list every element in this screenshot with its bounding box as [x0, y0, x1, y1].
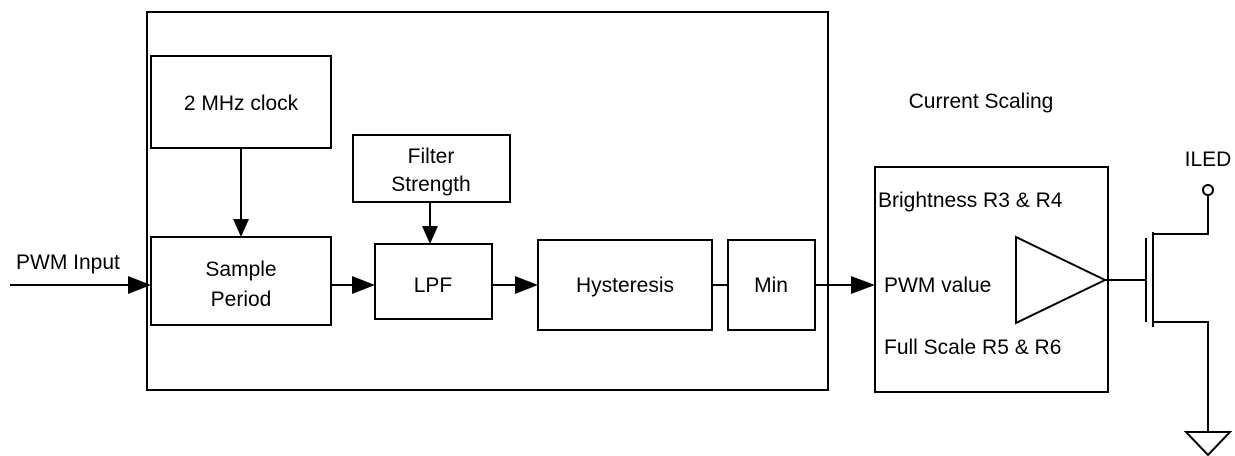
sample-period-label-line2: Period	[211, 288, 272, 311]
iled-terminal	[1202, 184, 1214, 196]
filter-strength-label-line2: Strength	[391, 173, 470, 196]
lpf-block	[374, 243, 493, 320]
current-scaling-title: Current Scaling	[909, 90, 1054, 113]
clock-to-sample-arrowhead	[233, 219, 249, 237]
pwm-input-arrowhead	[128, 276, 151, 294]
lpf-to-hysteresis-arrowhead	[515, 276, 538, 294]
hysteresis-label: Hysteresis	[576, 274, 674, 297]
clock-label: 2 MHz clock	[184, 92, 299, 115]
hysteresis-block	[537, 239, 713, 331]
source-wire	[1153, 321, 1209, 432]
filter-strength-block	[352, 134, 511, 203]
clock-block	[150, 55, 332, 149]
sample-to-lpf-arrowhead	[352, 276, 375, 294]
min-label: Min	[754, 274, 788, 297]
sample-period-block	[150, 236, 332, 326]
drain-wire	[1153, 196, 1209, 235]
pwm-input-label: PWM Input	[16, 251, 120, 274]
lpf-label: LPF	[414, 274, 453, 297]
full-scale-label: Full Scale R5 & R6	[884, 336, 1061, 359]
amplifier-triangle	[1015, 235, 1108, 325]
pwm-value-label: PWM value	[884, 274, 991, 297]
filter-strength-label-line1: Filter	[408, 145, 455, 168]
strength-to-lpf-arrowhead	[422, 226, 438, 244]
sample-period-label-line1: Sample	[205, 258, 276, 281]
ground-symbol	[1183, 431, 1233, 456]
min-to-scaling-arrowhead	[851, 276, 875, 294]
brightness-label: Brightness R3 & R4	[878, 189, 1063, 212]
iled-label: ILED	[1185, 148, 1232, 171]
